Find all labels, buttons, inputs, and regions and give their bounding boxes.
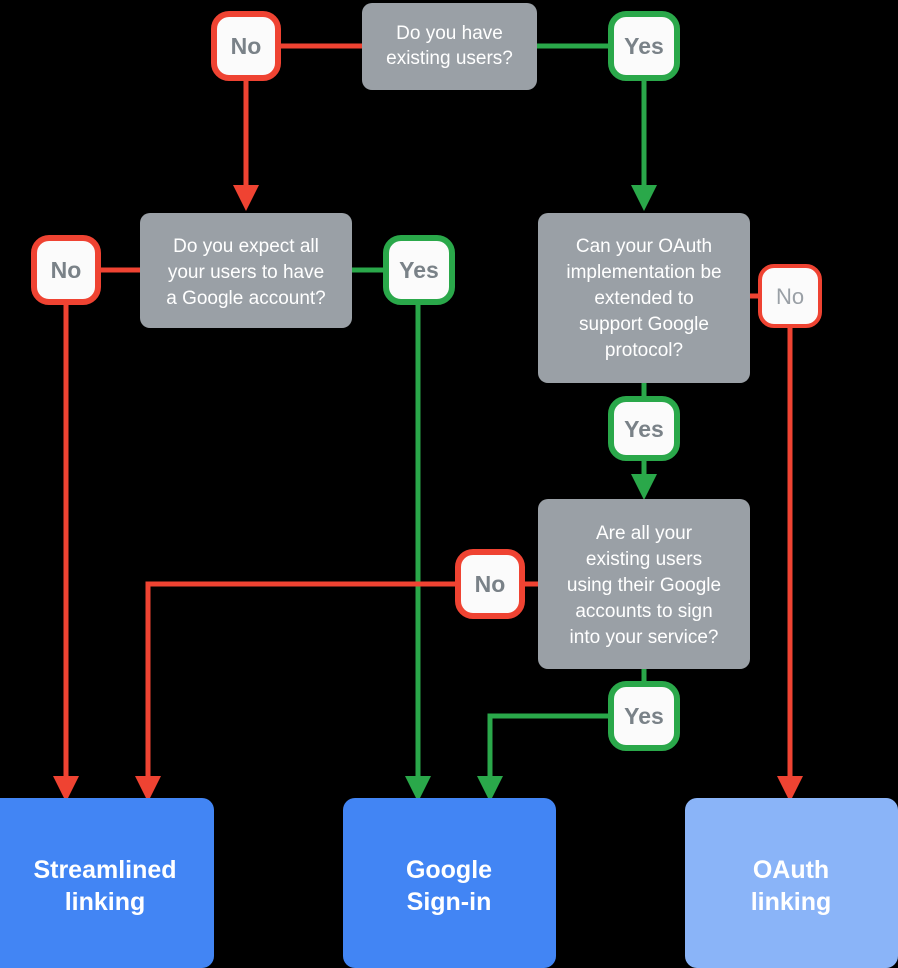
badge-label: No	[475, 571, 506, 597]
question-q-existing-users: Do you have existing users?	[362, 3, 537, 90]
question-line: your users to have	[168, 262, 324, 283]
result-streamlined-linking[interactable]: Streamlined linking	[0, 798, 214, 968]
badge-label: No	[231, 33, 262, 59]
badge-yes-google-account[interactable]: Yes	[383, 235, 455, 305]
question-box-rect	[538, 213, 750, 383]
question-line: using their Google	[567, 575, 721, 596]
result-line: Sign-in	[407, 888, 492, 916]
badge-label: Yes	[624, 416, 664, 442]
badge-label: Yes	[624, 703, 664, 729]
result-box-rect[interactable]	[343, 798, 556, 968]
result-oauth-linking[interactable]: OAuth linking	[685, 798, 898, 968]
badge-rect[interactable]	[211, 11, 281, 81]
badge-rect[interactable]	[31, 235, 101, 305]
badge-no-google-signin[interactable]: No	[455, 549, 525, 619]
question-line: support Google	[579, 314, 709, 335]
result-google-signin[interactable]: Google Sign-in	[343, 798, 556, 968]
question-line: Do you have	[396, 23, 503, 44]
badge-rect[interactable]	[608, 681, 680, 751]
badge-rect[interactable]	[608, 11, 680, 81]
badge-rect[interactable]	[758, 264, 822, 328]
badge-rect[interactable]	[383, 235, 455, 305]
badge-rect[interactable]	[455, 549, 525, 619]
result-line: linking	[65, 888, 146, 916]
edge-yes4-to-google-signin	[477, 713, 611, 802]
question-q-google-account: Do you expect all your users to have a G…	[140, 213, 352, 328]
question-line: Can your OAuth	[576, 236, 712, 257]
question-line: a Google account?	[166, 288, 326, 309]
question-line: Are all your	[596, 523, 693, 544]
badge-yes-google-signin[interactable]: Yes	[608, 681, 680, 751]
result-line: OAuth	[753, 856, 829, 884]
badge-label: No	[51, 257, 82, 283]
result-line: Google	[406, 856, 492, 884]
badge-no-existing-users[interactable]: No	[211, 11, 281, 81]
question-line: existing users?	[386, 48, 513, 69]
question-box-rect	[538, 499, 750, 669]
question-line: existing users	[586, 549, 702, 570]
edge-layer	[53, 43, 803, 802]
badge-label: Yes	[624, 33, 664, 59]
question-line: Do you expect all	[173, 236, 319, 257]
question-box-rect	[362, 3, 537, 90]
result-line: linking	[751, 888, 832, 916]
badge-yes-existing-users[interactable]: Yes	[608, 11, 680, 81]
badge-label: Yes	[399, 257, 439, 283]
question-line: implementation be	[566, 262, 721, 283]
result-line: Streamlined	[33, 856, 176, 884]
badge-rect[interactable]	[608, 396, 680, 461]
edge-no4-to-streamlined	[135, 581, 458, 802]
question-line: extended to	[594, 288, 693, 309]
badge-no-oauth-extended[interactable]: No	[758, 264, 822, 328]
badge-no-google-account[interactable]: No	[31, 235, 101, 305]
question-line: accounts to sign	[575, 601, 712, 622]
result-box-rect[interactable]	[0, 798, 214, 968]
badge-label: No	[776, 284, 804, 309]
result-box-rect[interactable]	[685, 798, 898, 968]
question-box-rect	[140, 213, 352, 328]
question-line: into your service?	[570, 627, 719, 648]
question-q-oauth-extended: Can your OAuth implementation be extende…	[538, 213, 750, 383]
question-line: protocol?	[605, 340, 683, 361]
question-q-google-accounts-signin: Are all your existing users using their …	[538, 499, 750, 669]
badge-yes-oauth-extended[interactable]: Yes	[608, 396, 680, 461]
